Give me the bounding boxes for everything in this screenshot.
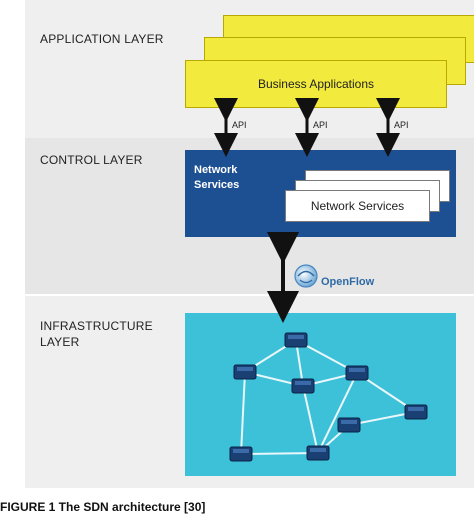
switch-node	[284, 332, 308, 348]
infrastructure-layer-label: INFRASTRUCTURE LAYER	[40, 319, 153, 349]
network-switches	[229, 332, 428, 462]
switch-node	[345, 365, 369, 381]
switch-node	[404, 404, 428, 420]
switch-node	[229, 446, 253, 462]
api-label-middle: API	[313, 120, 328, 130]
switch-node	[337, 417, 361, 433]
figure-caption: FIGURE 1 The SDN architecture [30]	[0, 500, 206, 514]
network-services-title: Network Services	[194, 164, 240, 191]
switch-node	[306, 445, 330, 461]
api-label-left: API	[232, 120, 247, 130]
application-layer-label: APPLICATION LAYER	[40, 32, 164, 46]
api-arrows	[214, 98, 400, 157]
network-links	[240, 339, 417, 455]
business-applications-label: Business Applications	[257, 77, 375, 91]
api-label-right: API	[394, 120, 409, 130]
switch-node	[233, 364, 257, 380]
network-services-card-label: Network Services	[310, 199, 405, 213]
openflow-logo-icon	[294, 264, 318, 288]
switch-node	[291, 378, 315, 394]
network-services-card: Network Services	[285, 190, 430, 222]
openflow-label: OpenFlow	[321, 276, 375, 288]
control-layer-label: CONTROL LAYER	[40, 153, 143, 167]
